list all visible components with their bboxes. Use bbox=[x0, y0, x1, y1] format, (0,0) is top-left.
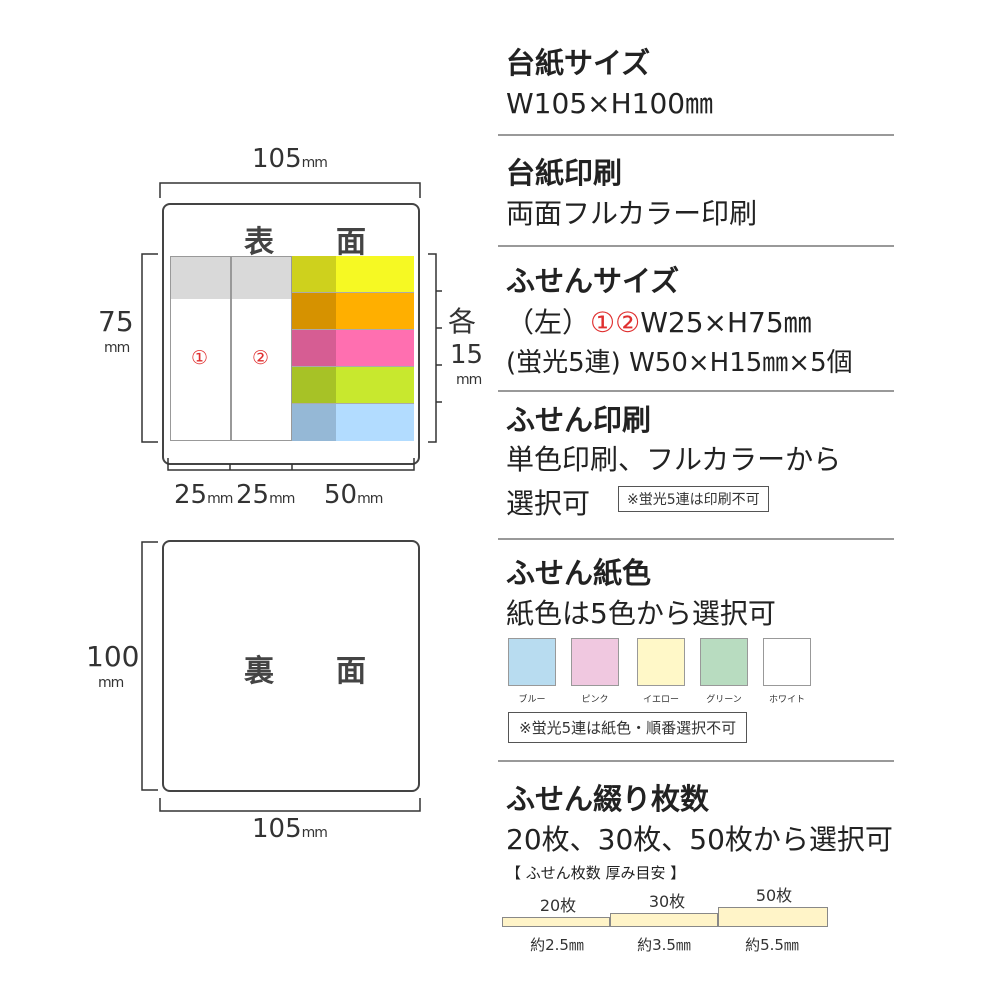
front-width-bracket bbox=[159, 182, 421, 198]
back-title: 裏 面 bbox=[244, 654, 382, 689]
front-title: 表 面 bbox=[244, 225, 382, 260]
swatch-label-yellow: イエロー bbox=[643, 695, 679, 705]
width-label-2: 25mm bbox=[236, 480, 295, 510]
highlighter-strips bbox=[292, 256, 414, 441]
divider bbox=[498, 390, 894, 392]
highlighter-strip bbox=[292, 293, 414, 330]
paper-color-note: ※蛍光5連は紙色・順番選択不可 bbox=[508, 712, 748, 743]
sticky-size-line1: （左）①②W25×H75㎜ bbox=[506, 306, 812, 339]
width-label-3: 50mm bbox=[324, 480, 383, 510]
sheet-count-heading: ふせん綴り枚数 bbox=[506, 782, 710, 816]
unit-mm: mm bbox=[456, 372, 482, 388]
front-height-label: 75 bbox=[98, 305, 134, 338]
back-width-label: 105mm bbox=[252, 814, 328, 844]
swatch-white bbox=[763, 638, 811, 686]
front-width-label: 105mm bbox=[252, 144, 328, 174]
front-card: 表 面 ① ② bbox=[162, 203, 420, 465]
each-value: 15 bbox=[450, 340, 484, 370]
back-card: 裏 面 bbox=[162, 540, 420, 792]
divider bbox=[498, 538, 894, 540]
board-size-value: W105×H100㎜ bbox=[506, 87, 714, 120]
board-print-heading: 台紙印刷 bbox=[506, 156, 623, 190]
sticky-note-1: ① bbox=[170, 256, 231, 441]
stack-50 bbox=[718, 907, 828, 927]
sticky-size-marks: ①② bbox=[590, 306, 641, 339]
swatch-green bbox=[700, 638, 748, 686]
front-bottom-bracket bbox=[167, 458, 415, 471]
stack-thickness-50: 約5.5㎜ bbox=[745, 936, 799, 954]
stack-thickness-30: 約3.5㎜ bbox=[637, 936, 691, 954]
sticky-size-line2: (蛍光5連) W50×H15㎜×5個 bbox=[506, 348, 853, 378]
stack-thickness-20: 約2.5㎜ bbox=[530, 936, 584, 954]
back-width-bracket bbox=[159, 798, 421, 812]
highlighter-strip bbox=[292, 256, 414, 293]
sheet-count-sub: 【 ふせん枚数 厚み目安 】 bbox=[506, 864, 686, 882]
unit-mm: mm bbox=[301, 155, 328, 171]
divider bbox=[498, 760, 894, 762]
swatch-label-pink: ピンク bbox=[581, 695, 609, 705]
each-label: 各 bbox=[448, 305, 477, 338]
sticky-print-heading: ふせん印刷 bbox=[506, 403, 652, 437]
sticky-note-2: ② bbox=[231, 256, 292, 441]
board-print-value: 両面フルカラー印刷 bbox=[506, 197, 758, 230]
stack-30 bbox=[610, 913, 718, 927]
sheet-count-text: 20枚、30枚、50枚から選択可 bbox=[506, 823, 893, 856]
swatch-label-green: グリーン bbox=[706, 695, 742, 705]
highlighter-strip bbox=[292, 330, 414, 367]
stack-20 bbox=[502, 917, 610, 927]
sticky-size-heading: ふせんサイズ bbox=[506, 264, 680, 298]
stack-count-20: 20枚 bbox=[539, 896, 577, 915]
sticky-number-1: ① bbox=[191, 347, 209, 369]
stack-count-30: 30枚 bbox=[648, 892, 686, 911]
highlighter-strip bbox=[292, 404, 414, 441]
sticky-adhesive-strip bbox=[232, 257, 291, 299]
sticky-print-line2: 選択可 bbox=[506, 487, 591, 520]
unit-mm: mm bbox=[98, 675, 124, 691]
sticky-print-line1: 単色印刷、フルカラーから bbox=[506, 443, 842, 476]
paper-color-text: 紙色は5色から選択可 bbox=[506, 597, 776, 630]
unit-mm: mm bbox=[104, 340, 130, 356]
divider bbox=[498, 134, 894, 136]
sticky-adhesive-strip bbox=[171, 257, 230, 299]
swatch-yellow bbox=[637, 638, 685, 686]
each-strip-bracket bbox=[428, 253, 442, 443]
paper-color-heading: ふせん紙色 bbox=[506, 556, 652, 590]
front-width-value: 105 bbox=[252, 144, 302, 174]
sticky-number-2: ② bbox=[252, 347, 270, 369]
stack-count-50: 50枚 bbox=[755, 886, 793, 905]
swatch-pink bbox=[571, 638, 619, 686]
divider bbox=[498, 245, 894, 247]
front-height-bracket bbox=[141, 253, 158, 443]
sticky-print-note: ※蛍光5連は印刷不可 bbox=[618, 486, 769, 512]
back-height-bracket bbox=[141, 541, 158, 791]
board-size-heading: 台紙サイズ bbox=[506, 46, 651, 80]
front-height-value: 75 bbox=[98, 305, 134, 338]
swatch-label-white: ホワイト bbox=[768, 695, 805, 705]
swatch-blue bbox=[508, 638, 556, 686]
back-height-value: 100 bbox=[86, 640, 140, 673]
swatch-label-blue: ブルー bbox=[518, 695, 546, 705]
highlighter-strip bbox=[292, 367, 414, 404]
width-label-1: 25mm bbox=[174, 480, 233, 510]
